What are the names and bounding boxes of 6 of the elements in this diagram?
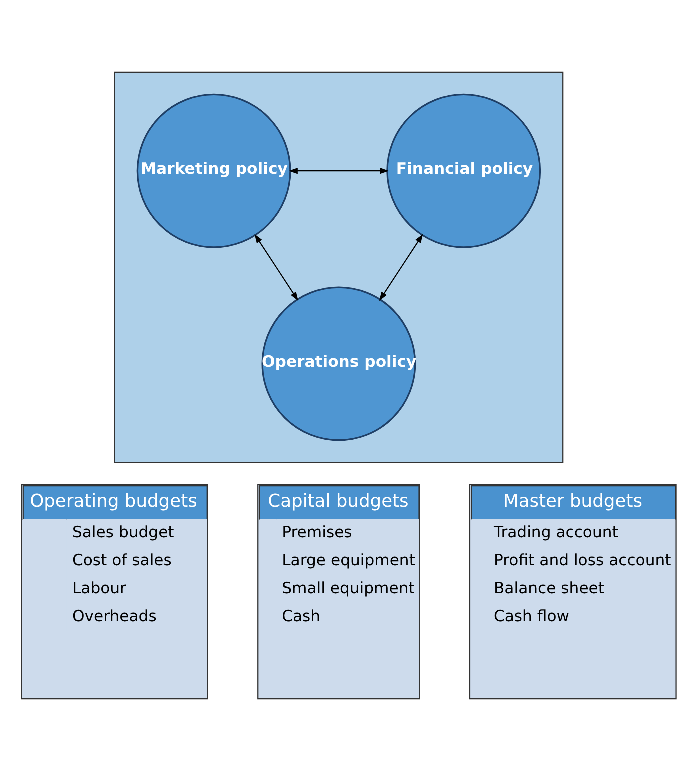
node-circle: Financial policy xyxy=(386,93,542,248)
arrow xyxy=(254,234,298,301)
arrow xyxy=(379,234,424,301)
cluster xyxy=(114,71,564,463)
node-circle: Marketing policy xyxy=(136,93,292,248)
arrow xyxy=(288,167,390,174)
